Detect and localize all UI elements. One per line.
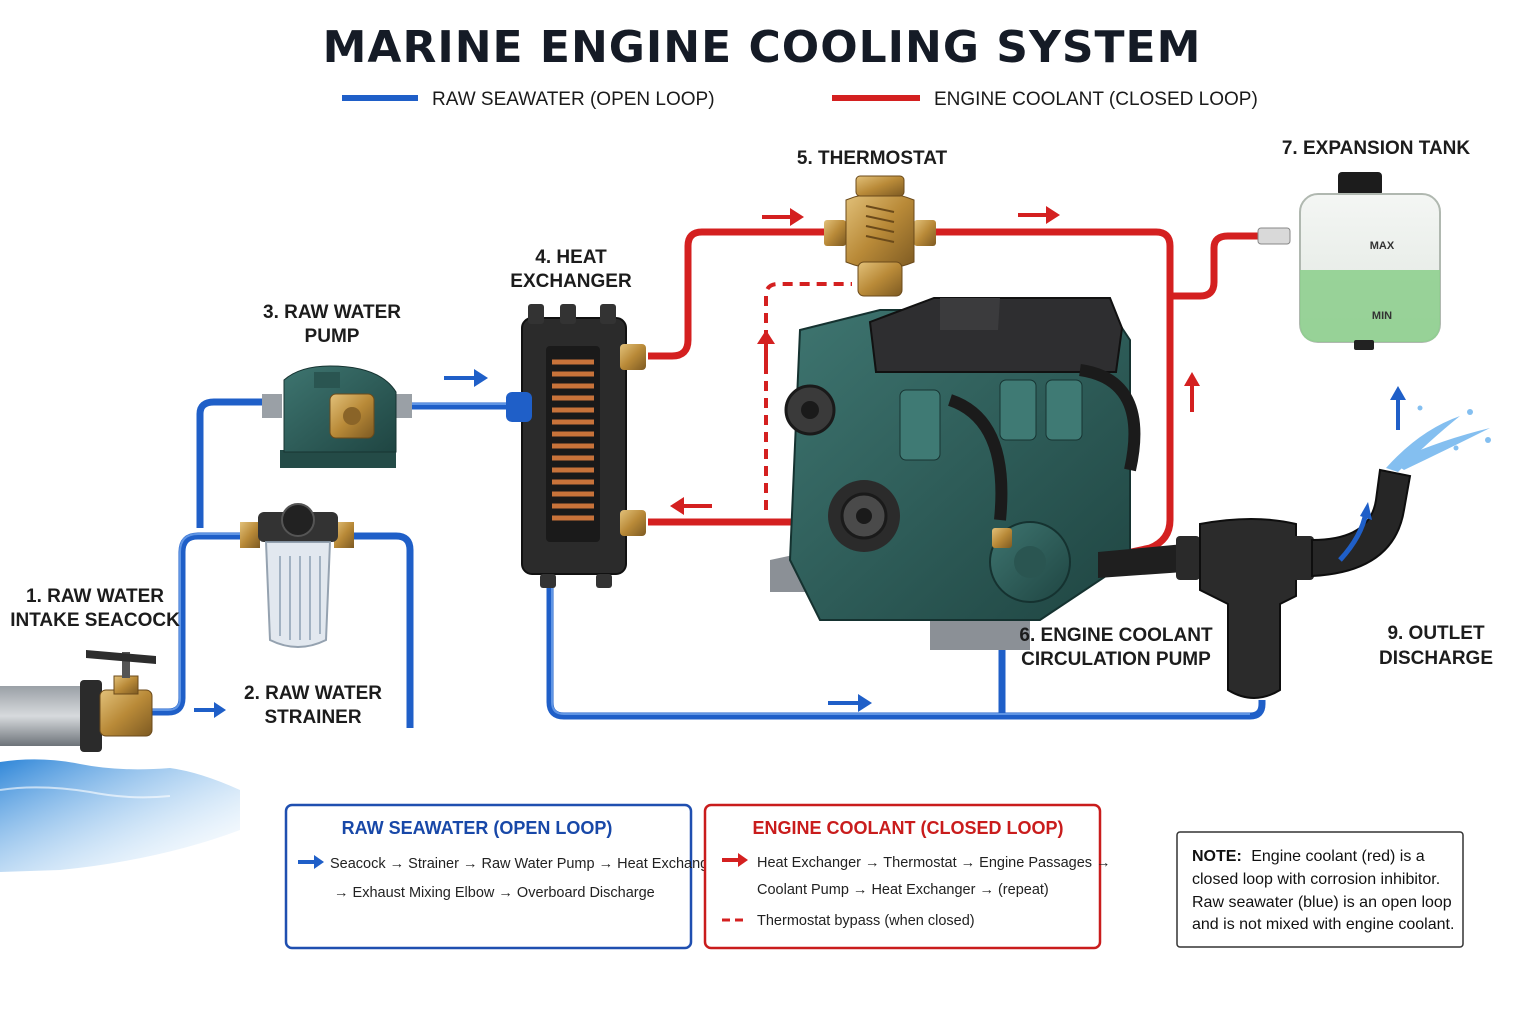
label-c6-line2: CIRCULATION PUMP — [1021, 649, 1211, 670]
raw-water-piping — [148, 398, 1266, 728]
exhaust-outlet — [1098, 405, 1491, 699]
note-line3: Raw seawater (blue) is an open loop — [1192, 894, 1452, 911]
svg-text:NOTE: Engine coolant (re: NOTE: Engine coolant (red) is a — [1192, 848, 1425, 865]
marine-engine — [770, 297, 1141, 650]
expansion-tank: MAX MIN — [1257, 172, 1441, 350]
label-c1-line1: 1. RAW WATER — [26, 586, 164, 607]
sea-water — [0, 759, 240, 872]
label-c6-line1: 6. ENGINE COOLANT — [1019, 625, 1213, 646]
raw-flow-arrows — [194, 369, 1406, 718]
note-box: NOTE: Engine coolant (red) is a closed l… — [1176, 831, 1464, 948]
coolant-box-line2: Coolant Pump → Heat Exchanger → (repeat) — [757, 882, 1049, 898]
label-c4-line2: EXCHANGER — [510, 271, 632, 292]
page-title: MARINE ENGINE COOLING SYSTEM — [323, 22, 1202, 73]
label-c2-line2: STRAINER — [264, 707, 361, 728]
label-c3-line1: 3. RAW WATER — [263, 302, 401, 323]
note-bold: NOTE: — [1192, 848, 1242, 865]
raw-water-pump — [262, 365, 412, 468]
hull-through-fitting — [0, 686, 92, 746]
coolant-flow-arrows — [670, 206, 1200, 515]
note-line1: Engine coolant (red) is a — [1251, 848, 1425, 865]
label-c3-line2: PUMP — [305, 326, 360, 347]
legend-raw-label: RAW SEAWATER (OPEN LOOP) — [432, 89, 715, 110]
label-c4-line1: 4. HEAT — [535, 247, 607, 268]
engine-coolant-box: ENGINE COOLANT (CLOSED LOOP) Heat Exchan… — [703, 803, 1111, 950]
component-labels: 1. RAW WATER INTAKE SEACOCK 2. RAW WATER… — [10, 138, 1493, 728]
raw-box-arrow-icon — [298, 855, 324, 869]
tank-min-label: MIN — [1372, 310, 1392, 322]
intake-seacock — [86, 650, 156, 737]
engine-coolant-circulation-pump — [989, 521, 1071, 603]
coolant-box-title: ENGINE COOLANT (CLOSED LOOP) — [752, 818, 1063, 838]
label-c9-line1: 9. OUTLET — [1387, 623, 1485, 644]
coolant-box-line3: Thermostat bypass (when closed) — [757, 913, 975, 929]
label-c1-line2: INTAKE SEACOCK — [10, 610, 180, 631]
raw-box-line1: Seacock → Strainer → Raw Water Pump → He… — [330, 856, 721, 872]
note-line4: and is not mixed with engine coolant. — [1192, 916, 1454, 933]
raw-seawater-box: RAW SEAWATER (OPEN LOOP) Seacock → Strai… — [284, 803, 721, 950]
legend-coolant-label: ENGINE COOLANT (CLOSED LOOP) — [934, 89, 1258, 110]
coolant-piping — [648, 228, 1258, 564]
coolant-box-arrow-icon — [722, 853, 748, 867]
coolant-box-line1: Heat Exchanger → Thermostat → Engine Pas… — [757, 855, 1111, 871]
raw-box-title: RAW SEAWATER (OPEN LOOP) — [342, 818, 613, 838]
legend: RAW SEAWATER (OPEN LOOP) ENGINE COOLANT … — [342, 89, 1258, 110]
thermostat — [824, 175, 936, 297]
label-c2-line1: 2. RAW WATER — [244, 683, 382, 704]
thermostat-bypass-line — [764, 282, 852, 510]
tank-max-label: MAX — [1370, 240, 1395, 252]
raw-box-line2: → Exhaust Mixing Elbow → Overboard Disch… — [334, 885, 655, 901]
label-c9-line2: DISCHARGE — [1379, 648, 1493, 669]
label-c7: 7. EXPANSION TANK — [1282, 138, 1471, 159]
heat-exchanger — [506, 304, 646, 588]
label-c5: 5. THERMOSTAT — [797, 148, 948, 169]
raw-water-strainer — [240, 503, 354, 648]
note-line2: closed loop with corrosion inhibitor. — [1192, 871, 1440, 888]
